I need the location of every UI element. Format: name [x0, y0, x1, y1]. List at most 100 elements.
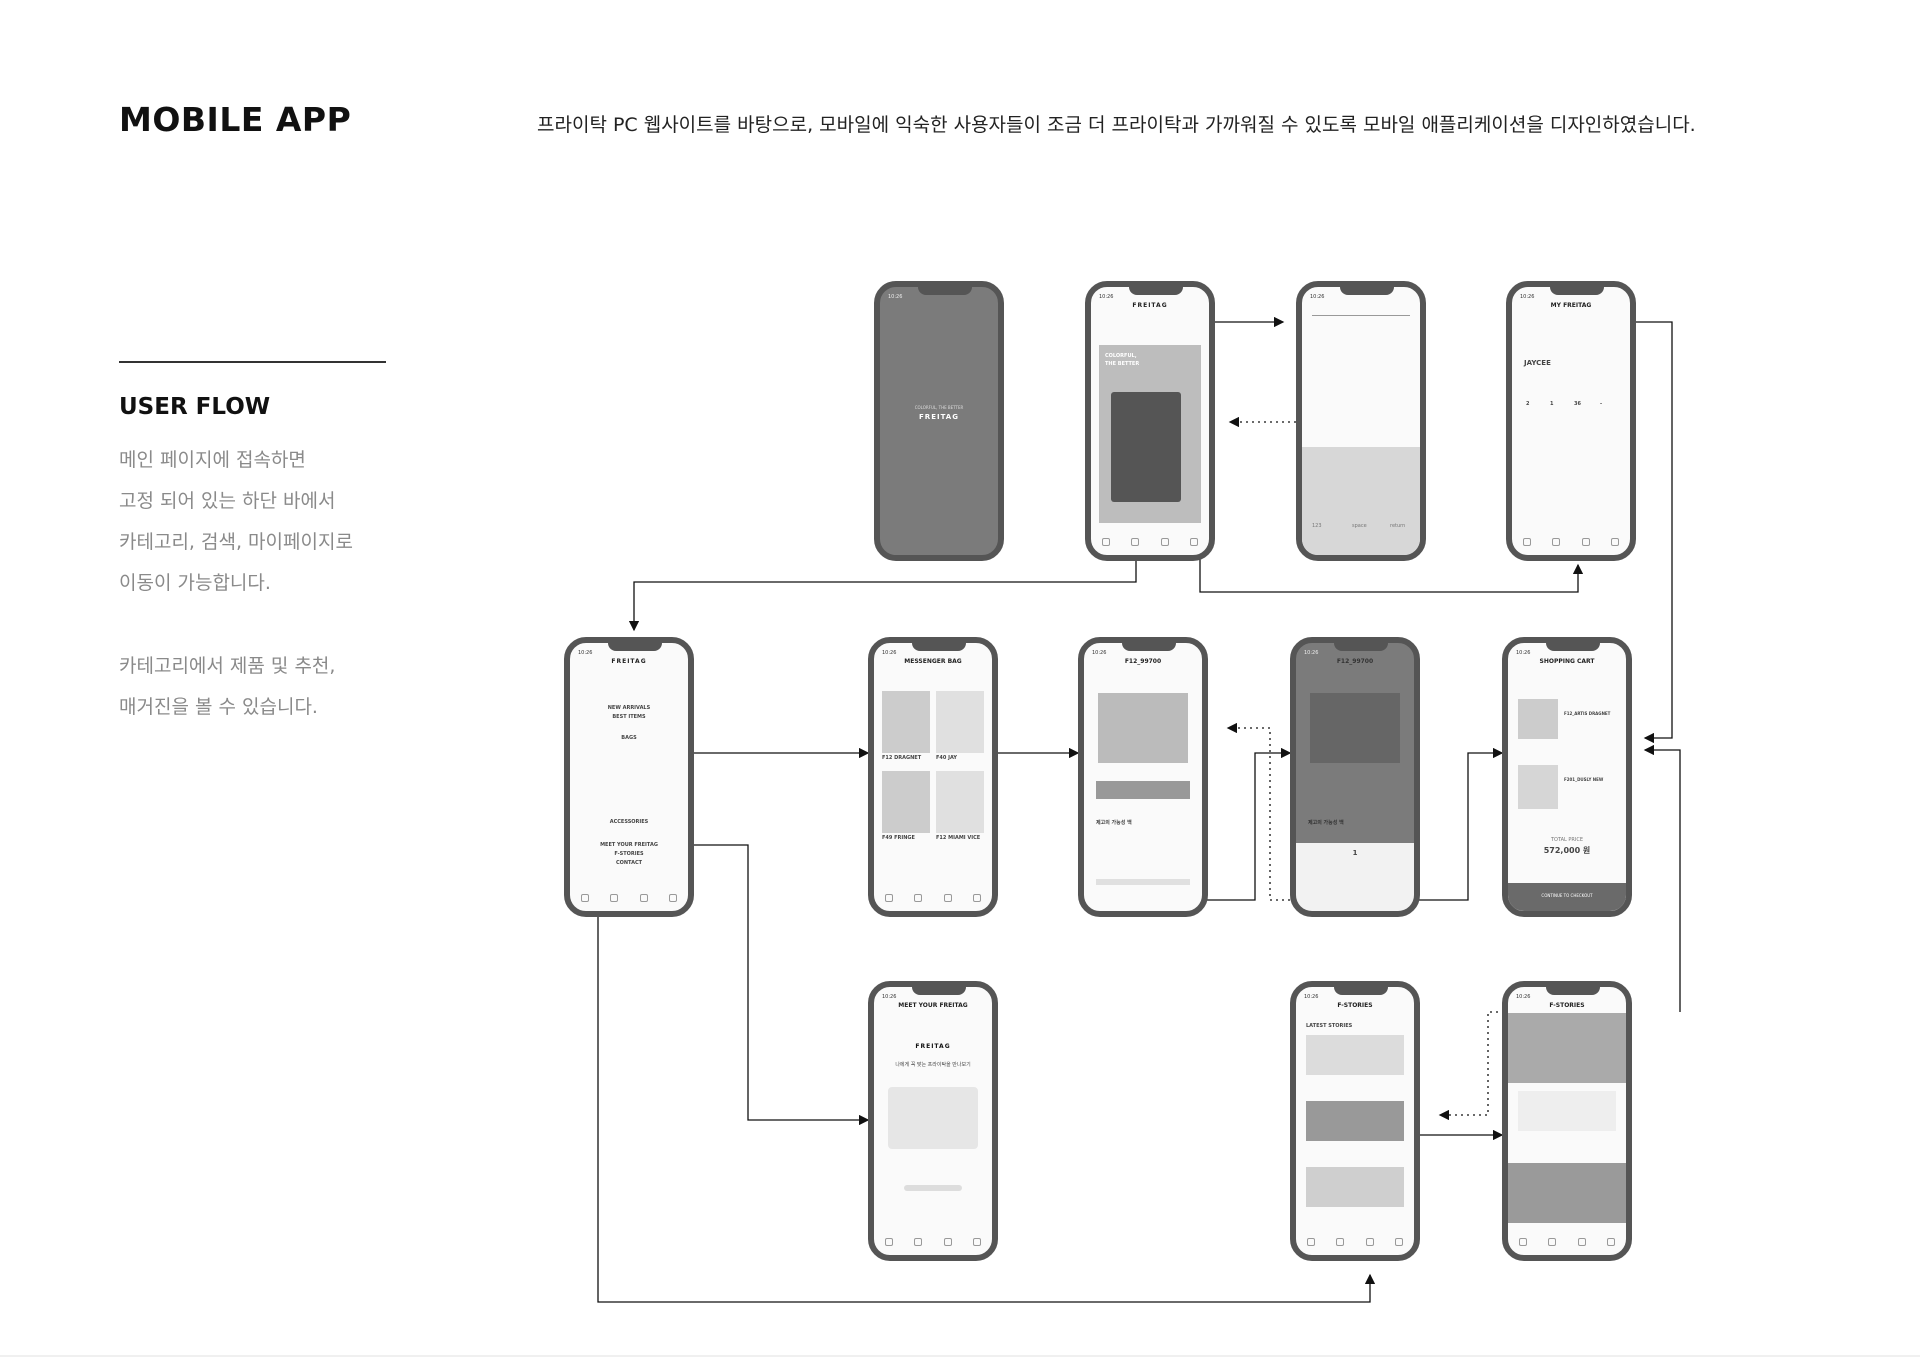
- product-image[interactable]: [936, 771, 984, 833]
- tab-bar[interactable]: [1512, 535, 1630, 549]
- user-icon: [973, 1238, 982, 1246]
- cart-item-name: F12_ARTIS DRAGNET: [1564, 711, 1611, 716]
- tab-bar[interactable]: [1091, 535, 1209, 549]
- status-time: 10:26: [1304, 994, 1319, 1000]
- list-title: MESSENGER BAG: [904, 658, 962, 665]
- keyboard[interactable]: [1302, 447, 1420, 555]
- detail2-title: F12_99700: [1336, 658, 1374, 665]
- story-card[interactable]: [1306, 1167, 1404, 1207]
- tab-bar[interactable]: [1508, 1235, 1626, 1249]
- tab-bar[interactable]: [570, 891, 688, 905]
- category-icon: [610, 894, 619, 902]
- status-time: 10:26: [1310, 294, 1325, 300]
- stat-2: 1: [1550, 401, 1554, 407]
- divider: [119, 361, 386, 363]
- tab-bar[interactable]: [874, 891, 992, 905]
- stories-title: F-STORIES: [1337, 1002, 1373, 1009]
- story-card[interactable]: [1306, 1101, 1404, 1141]
- product-name: F12 DRAGNET: [882, 755, 922, 761]
- product-list-screen[interactable]: 10:26 MESSENGER BAG F12 DRAGNET F40 JAY …: [868, 637, 998, 917]
- checkout-button[interactable]: CONTINUE TO CHECKOUT: [1541, 893, 1593, 898]
- meet-your-freitag-screen[interactable]: 10:26 MEET YOUR FREITAG FREITAG 나에게 꼭 맞는…: [868, 981, 998, 1261]
- key-123[interactable]: 123: [1312, 523, 1322, 529]
- page-title: MOBILE APP: [119, 100, 352, 139]
- product-image[interactable]: [882, 691, 930, 753]
- status-time: 10:26: [1304, 650, 1319, 656]
- arrow-home-to-mypage: [1199, 548, 1584, 593]
- home-icon: [580, 894, 589, 902]
- product-image: [1098, 693, 1188, 763]
- home-logo: FREITAG: [1132, 302, 1168, 309]
- home-icon: [1522, 538, 1531, 546]
- desc-line: 메인 페이지에 접속하면: [119, 449, 306, 471]
- key-space[interactable]: space: [1352, 523, 1367, 529]
- status-time: 10:26: [1516, 994, 1531, 1000]
- search-icon: [1577, 1238, 1586, 1246]
- category-logo: FREITAG: [611, 658, 647, 665]
- desc-line: 이동이 가능합니다.: [119, 572, 271, 594]
- quantity-value[interactable]: 1: [1352, 849, 1358, 857]
- search-icon: [943, 1238, 952, 1246]
- user-icon: [1607, 1238, 1616, 1246]
- menu-contact[interactable]: CONTACT: [615, 860, 643, 866]
- splash-screen: 10:26 COLORFUL, THE BETTER FREITAG: [874, 281, 1004, 561]
- find-button[interactable]: [904, 1185, 962, 1191]
- product-image[interactable]: [936, 691, 984, 753]
- tab-bar[interactable]: [1296, 1235, 1414, 1249]
- stories-list-screen[interactable]: 10:26 F-STORIES LATEST STORIES: [1290, 981, 1420, 1261]
- category-screen[interactable]: 10:26 FREITAG NEW ARRIVALS BEST ITEMS BA…: [564, 637, 694, 917]
- story-gallery: [1508, 1163, 1626, 1223]
- stat-4: -: [1600, 401, 1603, 407]
- story-detail-screen[interactable]: 10:26 F-STORIES: [1502, 981, 1632, 1261]
- home-icon: [884, 1238, 893, 1246]
- menu-best-items[interactable]: BEST ITEMS: [612, 714, 646, 720]
- search-icon: [1160, 538, 1169, 546]
- section-title: USER FLOW: [119, 394, 271, 420]
- tab-bar[interactable]: [874, 1235, 992, 1249]
- meet-logo: FREITAG: [915, 1043, 951, 1050]
- product-option-screen[interactable]: 10:26 F12_99700 제고의 가능성 백 1: [1290, 637, 1420, 917]
- status-time: 10:26: [882, 994, 897, 1000]
- checkout-bar: [1508, 883, 1626, 911]
- menu-bags[interactable]: BAGS: [621, 735, 637, 741]
- user-icon: [1395, 1238, 1404, 1246]
- category-icon: [1336, 1238, 1345, 1246]
- splash-tagline: COLORFUL, THE BETTER: [914, 405, 964, 410]
- add-to-cart-button[interactable]: [1096, 879, 1190, 885]
- stories-heading: LATEST STORIES: [1306, 1023, 1353, 1029]
- search-input[interactable]: [1312, 315, 1410, 316]
- story-card[interactable]: [1306, 1035, 1404, 1075]
- mypage-screen[interactable]: 10:26 MY FREITAG JAYCEE 2 1 36 -: [1506, 281, 1636, 561]
- desc-line: 카테고리, 검색, 마이페이지로: [119, 531, 353, 553]
- menu-new-arrivals[interactable]: NEW ARRIVALS: [607, 705, 651, 711]
- desc-line: 매거진을 볼 수 있습니다.: [119, 696, 318, 718]
- cart-screen[interactable]: 10:26 SHOPPING CART F12_ARTIS DRAGNET F2…: [1502, 637, 1632, 917]
- menu-accessories[interactable]: ACCESSORIES: [609, 819, 649, 825]
- product-image[interactable]: [882, 771, 930, 833]
- arrow-mypage-to-cart: [1625, 321, 1673, 744]
- home-screen[interactable]: 10:26 FREITAG COLORFUL, THE BETTER: [1085, 281, 1215, 561]
- status-time: 10:26: [1516, 650, 1531, 656]
- key-return[interactable]: return: [1390, 523, 1406, 529]
- footer-line: [0, 1355, 1920, 1357]
- product-name: F12 MIAMI VICE: [936, 835, 981, 841]
- option-sheet[interactable]: [1296, 843, 1414, 911]
- thumbnail-strip[interactable]: [1096, 781, 1190, 799]
- home-icon: [1306, 1238, 1315, 1246]
- category-icon: [1131, 538, 1140, 546]
- menu-f-stories[interactable]: F-STORIES: [614, 851, 644, 857]
- menu-meet-your-freitag[interactable]: MEET YOUR FREITAG: [600, 842, 658, 848]
- status-time: 10:26: [888, 294, 903, 300]
- product-detail-screen[interactable]: 10:26 F12_99700 제고의 가능성 백: [1078, 637, 1208, 917]
- search-screen[interactable]: 10:26 123 space return: [1296, 281, 1426, 561]
- option-chips[interactable]: [888, 1087, 978, 1149]
- search-icon: [1581, 538, 1590, 546]
- arrow-detail2-back: [1226, 722, 1290, 901]
- hero-line-2: THE BETTER: [1105, 361, 1140, 367]
- status-time: 10:26: [1092, 650, 1107, 656]
- desc-line: 고정 되어 있는 하단 바에서: [119, 490, 336, 512]
- story-hero-image: [1508, 1013, 1626, 1083]
- category-icon: [914, 894, 923, 902]
- arrow-detail-to-detail2: [1185, 747, 1292, 901]
- detail-title: F12_99700: [1124, 658, 1162, 665]
